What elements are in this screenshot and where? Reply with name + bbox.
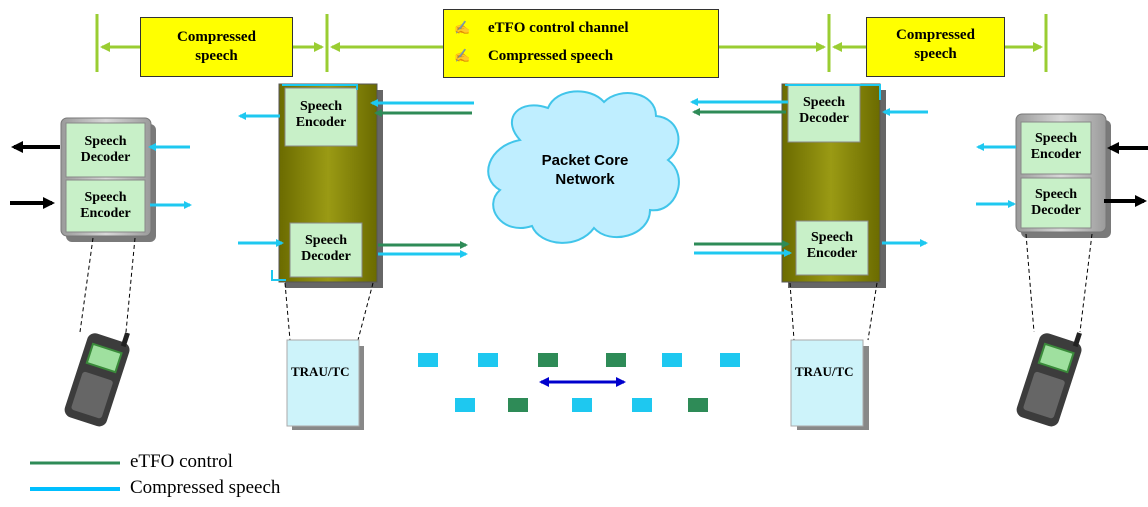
packet-etfo	[688, 398, 708, 412]
network-label: Packet Core Network	[520, 151, 650, 189]
right-phone-encoder-box	[1020, 121, 1092, 175]
packet-etfo	[508, 398, 528, 412]
right-trau-block	[690, 83, 928, 430]
right-trau-decoder-line-2: Decoder	[799, 111, 849, 126]
right-phone-decoder-box	[1020, 177, 1092, 229]
left-phone-decoder-line-2: Decoder	[80, 150, 131, 165]
packet-speech	[632, 398, 652, 412]
center-channel-label: ✍ eTFO control channel ✍ Compressed spee…	[443, 9, 719, 78]
left-phone-encoder-line-1: Speech	[84, 190, 127, 205]
right-trau-tc-box	[790, 339, 864, 427]
packet-speech	[572, 398, 592, 412]
left-trau-tc-label: TRAU/TC	[291, 364, 350, 379]
left-trau-encoder-line-1: Speech	[300, 99, 342, 114]
network-cloud	[487, 90, 680, 244]
writing-hand-icon: ✍	[454, 20, 471, 35]
packet-speech	[418, 353, 438, 367]
right-phone-encoder-label: Speech Encoder	[1021, 131, 1091, 163]
left-phone-dash-1	[79, 237, 94, 333]
packet-speech	[478, 353, 498, 367]
right-handset-icon	[1016, 332, 1082, 427]
left-phone-decoder-label: Speech Decoder	[66, 134, 145, 166]
packet-speech	[662, 353, 682, 367]
packet-etfo	[538, 353, 558, 367]
left-trau-encoder-label: Speech Encoder	[285, 99, 357, 131]
packet-stream	[418, 353, 740, 412]
packet-speech	[455, 398, 475, 412]
left-phone-decoder-box	[65, 122, 146, 178]
left-trau-encoder-box	[284, 87, 358, 147]
right-phone-block	[976, 113, 1148, 333]
writing-hand-icon: ✍	[454, 48, 471, 63]
left-trau-decoder-label: Speech Decoder	[290, 233, 362, 265]
left-phone-dash-2	[125, 237, 136, 333]
left-phone-block	[10, 117, 192, 333]
left-phone-decoder-line-1: Speech	[84, 134, 127, 149]
legend-speech-label: Compressed speech	[130, 477, 281, 498]
left-trau-encoder-line-2: Encoder	[295, 115, 347, 130]
left-phone-encoder-line-2: Encoder	[80, 206, 131, 221]
packet-speech	[720, 353, 740, 367]
left-trau-decoder-line-1: Speech	[305, 233, 347, 248]
right-phone-encoder-line-2: Encoder	[1030, 147, 1082, 162]
right-trau-encoder-line-2: Encoder	[806, 246, 858, 261]
legend-etfo-label: eTFO control	[130, 451, 233, 472]
right-phone-decoder-label: Speech Decoder	[1021, 187, 1091, 219]
left-compressed-line-2: speech	[195, 48, 238, 64]
left-handset-icon	[64, 332, 130, 427]
left-trau-decoder-line-2: Decoder	[301, 249, 351, 264]
right-phone-encoder-line-1: Speech	[1035, 131, 1077, 146]
center-line-1-row: ✍ eTFO control channel	[454, 18, 718, 38]
right-compressed-line-1: Compressed	[896, 27, 975, 43]
dimension-lines	[95, 14, 1048, 72]
right-phone-decoder-line-1: Speech	[1035, 187, 1077, 202]
left-trau-decoder-box	[289, 222, 363, 278]
packet-etfo	[606, 353, 626, 367]
right-phone-decoder-line-2: Decoder	[1031, 203, 1081, 218]
right-compressed-line-2: speech	[914, 46, 957, 62]
center-line-2: Compressed speech	[487, 48, 614, 64]
right-trau-decoder-line-1: Speech	[803, 95, 845, 110]
left-trau-tc-box	[286, 339, 360, 427]
center-line-2-row: ✍ Compressed speech	[454, 46, 718, 66]
right-trau-encoder-box	[795, 220, 869, 276]
left-compressed-line-1: Compressed	[177, 29, 256, 45]
network-label-line-2: Network	[555, 171, 615, 188]
left-phone-encoder-label: Speech Encoder	[66, 190, 145, 222]
network-label-line-1: Packet Core	[541, 152, 629, 169]
center-line-1: eTFO control channel	[487, 20, 629, 36]
left-phone-encoder-box	[65, 179, 146, 233]
cloud-shape	[487, 90, 680, 244]
right-trau-decoder-label: Speech Decoder	[788, 95, 860, 127]
right-compressed-speech-label: Compressed speech	[866, 17, 1005, 77]
right-trau-encoder-label: Speech Encoder	[796, 230, 868, 262]
right-trau-decoder-box	[787, 83, 861, 143]
right-trau-tc-label: TRAU/TC	[795, 364, 854, 379]
left-compressed-speech-label: Compressed speech	[140, 17, 293, 77]
right-trau-encoder-line-1: Speech	[811, 230, 853, 245]
left-trau-block	[238, 83, 474, 430]
